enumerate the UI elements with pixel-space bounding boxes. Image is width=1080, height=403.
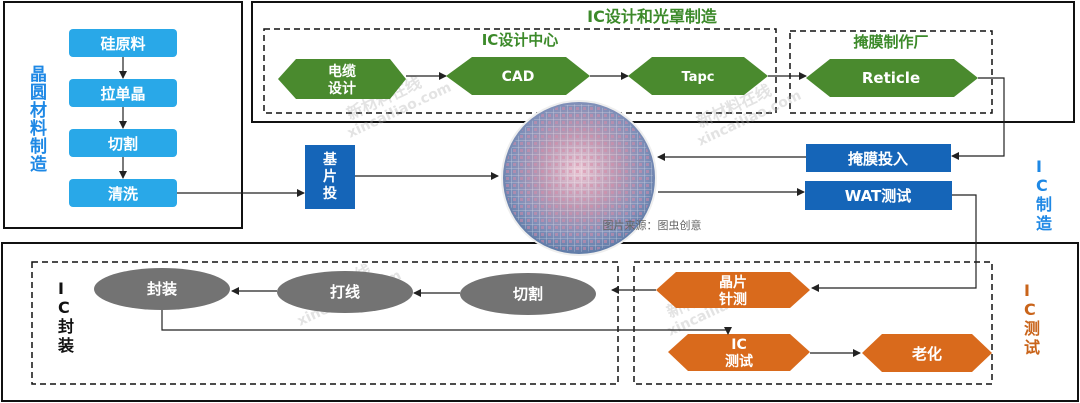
- wafer-material-title: 晶圆材料制造: [30, 65, 48, 175]
- svg-text:WAT测试: WAT测试: [845, 187, 912, 205]
- svg-text:片: 片: [323, 168, 337, 185]
- mask-factory-title: 掩膜制作厂: [853, 33, 928, 51]
- svg-text:打线: 打线: [330, 283, 360, 301]
- package-to-ic-test-connector: [161, 310, 732, 335]
- step-burn-in: 老化: [862, 334, 992, 372]
- svg-text:切割: 切割: [513, 285, 543, 303]
- svg-text:晶片: 晶片: [719, 274, 747, 291]
- svg-text:CAD: CAD: [502, 69, 535, 85]
- svg-text:Reticle: Reticle: [862, 69, 920, 87]
- step-eda-design: 电缆 设计: [278, 59, 406, 99]
- step-ic-test: IC 测试: [668, 334, 810, 371]
- step-package: 封装: [94, 268, 230, 310]
- svg-text:切割: 切割: [108, 135, 138, 153]
- svg-text:投: 投: [323, 186, 337, 202]
- svg-text:硅原料: 硅原料: [100, 35, 145, 53]
- svg-text:设计: 设计: [328, 80, 356, 97]
- svg-text:封装: 封装: [147, 280, 178, 298]
- packaging-frame: [31, 261, 619, 385]
- svg-text:拉单晶: 拉单晶: [100, 85, 145, 103]
- step-slicing: 切割: [69, 129, 177, 157]
- step-reticle: Reticle: [806, 59, 978, 97]
- step-wafer-input: 基 片 投: [305, 145, 355, 209]
- image-caption: 图片来源：图虫创意: [603, 218, 702, 232]
- svg-text:清洗: 清洗: [108, 185, 138, 203]
- step-mask-input: 掩膜投入: [806, 144, 951, 172]
- svg-text:电缆: 电缆: [328, 63, 356, 80]
- step-wafer-probe: 晶片 针测: [656, 272, 810, 308]
- svg-text:基: 基: [323, 151, 338, 168]
- svg-text:测试: 测试: [725, 353, 753, 370]
- step-silicon-raw: 硅原料: [69, 29, 177, 57]
- svg-text:老化: 老化: [911, 345, 942, 363]
- step-tapc: Tapc: [628, 57, 768, 95]
- ic-design-frame: [251, 1, 1075, 123]
- wat-to-probe-connector: [811, 194, 977, 292]
- design-center-title: IC设计中心: [482, 31, 559, 49]
- ic-design-mask-title: IC设计和光罩制造: [587, 7, 718, 26]
- step-cad: CAD: [446, 57, 590, 95]
- packaging-testing-frame: [1, 242, 1079, 402]
- step-wire-bond: 打线: [277, 271, 413, 313]
- step-wat-test: WAT测试: [805, 181, 952, 210]
- step-crystal-pulling: 拉单晶: [69, 79, 177, 107]
- step-dicing: 切割: [460, 273, 596, 315]
- step-cleaning: 清洗: [69, 179, 177, 207]
- svg-text:掩膜投入: 掩膜投入: [848, 150, 908, 168]
- wafer-image: [501, 100, 657, 256]
- svg-text:Tapc: Tapc: [682, 70, 715, 85]
- design-center-frame: [263, 28, 777, 114]
- wafer-material-frame: [3, 1, 243, 229]
- svg-text:针测: 针测: [718, 291, 747, 308]
- reticle-to-mask-connector: [951, 77, 1005, 160]
- mask-factory-frame: [789, 30, 993, 114]
- svg-text:IC: IC: [731, 337, 746, 353]
